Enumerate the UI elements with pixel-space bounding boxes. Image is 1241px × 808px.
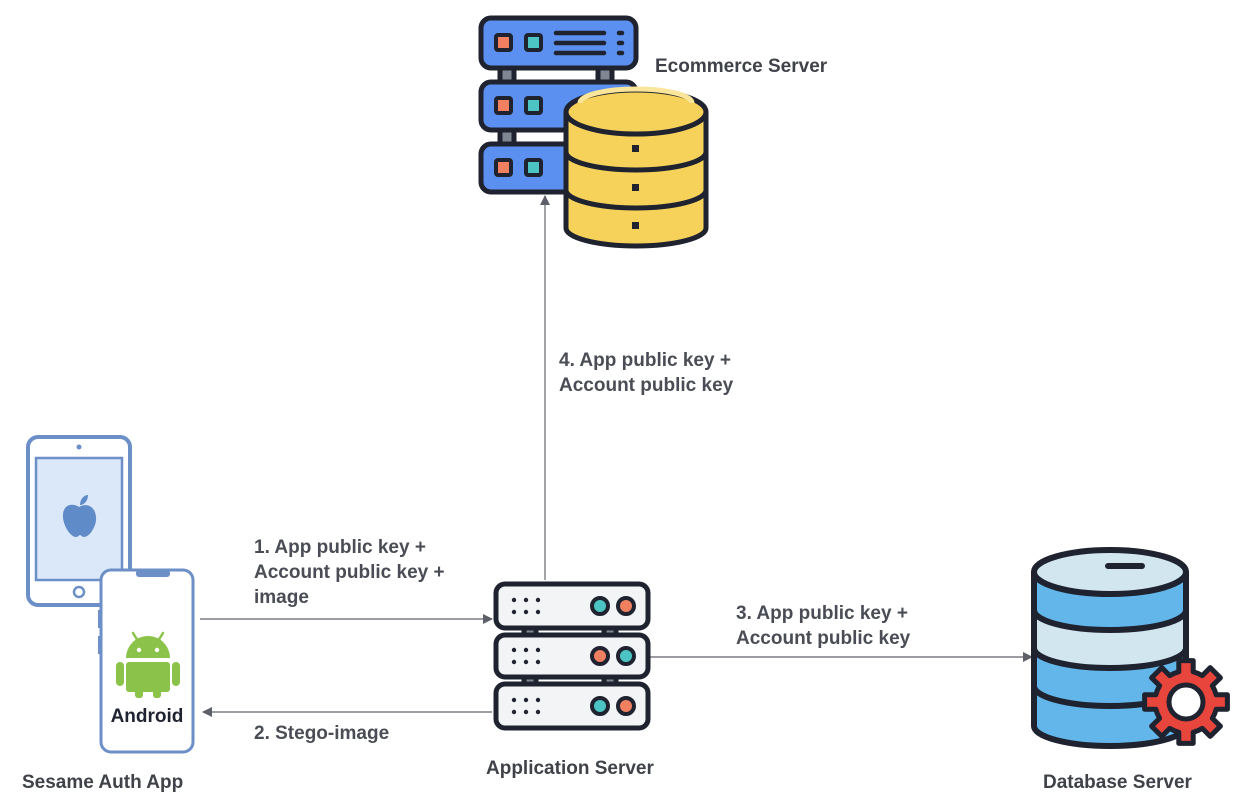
- edge-4-line-2: Account public key: [559, 375, 734, 396]
- ecommerce-server-label: Ecommerce Server: [655, 56, 828, 77]
- gear-icon: [1142, 658, 1230, 746]
- edge-4-line-1: 4. App public key +: [559, 350, 731, 371]
- edge-4-label: 4. App public key + Account public key: [559, 348, 733, 398]
- android-phone-icon: Android: [98, 568, 195, 754]
- android-text: Android: [111, 706, 184, 727]
- edge-1-label: 1. App public key + Account public key +…: [254, 535, 445, 610]
- edge-3-line-1: 3. App public key +: [736, 603, 908, 624]
- edge-2-label: 2. Stego-image: [254, 721, 389, 746]
- sesame-auth-app-label: Sesame Auth App: [22, 772, 184, 793]
- edge-3-label: 3. App public key + Account public key: [736, 601, 910, 651]
- apple-logo-icon: [62, 495, 97, 537]
- edge-2-line-1: 2. Stego-image: [254, 723, 390, 744]
- application-server-label: Application Server: [486, 758, 654, 779]
- edge-1-line-2: Account public key +: [254, 562, 445, 583]
- edge-1-line-1: 1. App public key +: [254, 537, 426, 558]
- database-server-label: Database Server: [1043, 772, 1192, 793]
- android-logo-icon: [116, 631, 180, 698]
- edge-1-line-3: image: [254, 587, 309, 608]
- ecommerce-database-icon: [563, 86, 709, 249]
- application-server-icon: [493, 581, 651, 731]
- ios-tablet-icon: [26, 435, 132, 607]
- edge-3-line-2: Account public key: [736, 628, 911, 649]
